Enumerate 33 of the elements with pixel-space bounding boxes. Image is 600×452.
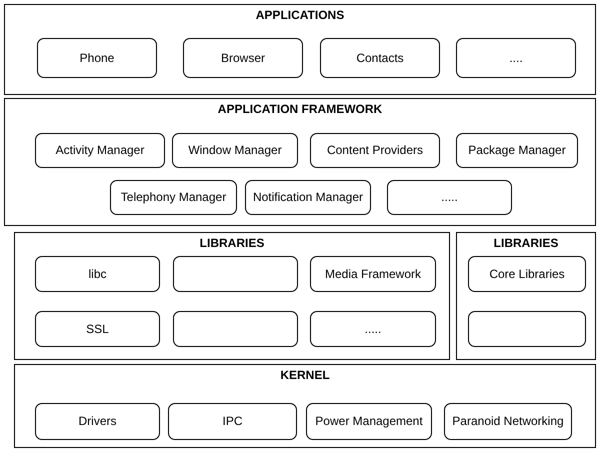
component-box: ..... <box>310 311 436 347</box>
layer-panel <box>14 232 450 360</box>
empty-box <box>173 311 298 347</box>
empty-box <box>173 256 298 292</box>
component-box: .... <box>456 38 576 78</box>
layer-title: APPLICATION FRAMEWORK <box>216 102 384 116</box>
component-box: Phone <box>37 38 157 78</box>
component-box: Content Providers <box>310 133 440 168</box>
component-box: Browser <box>183 38 303 78</box>
component-box: Notification Manager <box>245 180 371 215</box>
layer-panel <box>456 232 596 360</box>
layer-title: APPLICATIONS <box>254 8 346 22</box>
component-box: Drivers <box>35 403 160 440</box>
layer-panel <box>14 364 596 448</box>
layer-title: KERNEL <box>279 368 331 382</box>
component-box: Package Manager <box>456 133 578 168</box>
layer-title: LIBRARIES <box>198 236 266 250</box>
layer-panel <box>4 98 596 226</box>
component-box: Telephony Manager <box>110 180 237 215</box>
layer-panel <box>4 4 596 95</box>
empty-box <box>468 311 586 347</box>
layer-title: LIBRARIES <box>492 236 560 250</box>
component-box: libc <box>35 256 160 292</box>
component-box: IPC <box>168 403 297 440</box>
component-box: SSL <box>35 311 160 347</box>
component-box: Media Framework <box>310 256 436 292</box>
component-box: Window Manager <box>172 133 298 168</box>
component-box: Power Management <box>306 403 432 440</box>
component-box: Activity Manager <box>35 133 165 168</box>
component-box: Paranoid Networking <box>444 403 572 440</box>
component-box: Contacts <box>320 38 440 78</box>
component-box: ..... <box>387 180 512 215</box>
component-box: Core Libraries <box>468 256 586 292</box>
